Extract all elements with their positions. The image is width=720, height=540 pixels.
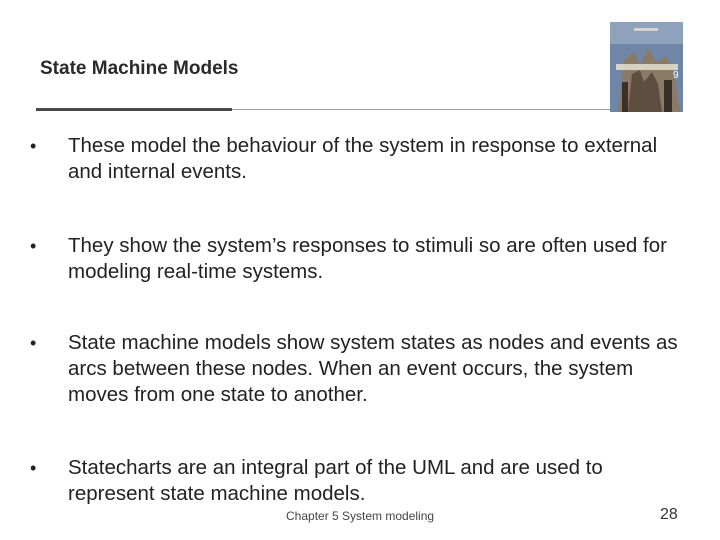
bullet-item: • These model the behaviour of the syste… bbox=[30, 133, 690, 185]
slide-title: State Machine Models bbox=[40, 58, 239, 79]
bullet-marker: • bbox=[30, 458, 37, 478]
bullet-text: State machine models show system states … bbox=[68, 331, 678, 406]
bullet-item: • State machine models show system state… bbox=[30, 330, 690, 408]
bullet-text: These model the behaviour of the system … bbox=[68, 134, 658, 183]
page-number: 28 bbox=[660, 506, 678, 523]
cover-edition-number: 9 bbox=[673, 70, 679, 81]
bullet-marker: • bbox=[30, 333, 37, 353]
bullet-text: They show the system’s responses to stim… bbox=[68, 234, 667, 283]
title-divider bbox=[36, 109, 610, 110]
bullet-item: • They show the system’s responses to st… bbox=[30, 233, 690, 285]
title-divider-accent bbox=[36, 108, 232, 111]
bullet-marker: • bbox=[30, 136, 37, 156]
bullet-item: • Statecharts are an integral part of th… bbox=[30, 455, 690, 507]
book-cover-image: 9 bbox=[610, 22, 683, 112]
bullet-text: Statecharts are an integral part of the … bbox=[68, 456, 603, 505]
bullet-marker: • bbox=[30, 236, 37, 256]
footer-chapter-label: Chapter 5 System modeling bbox=[286, 509, 435, 523]
book-cover-illustration: 9 bbox=[610, 22, 683, 112]
